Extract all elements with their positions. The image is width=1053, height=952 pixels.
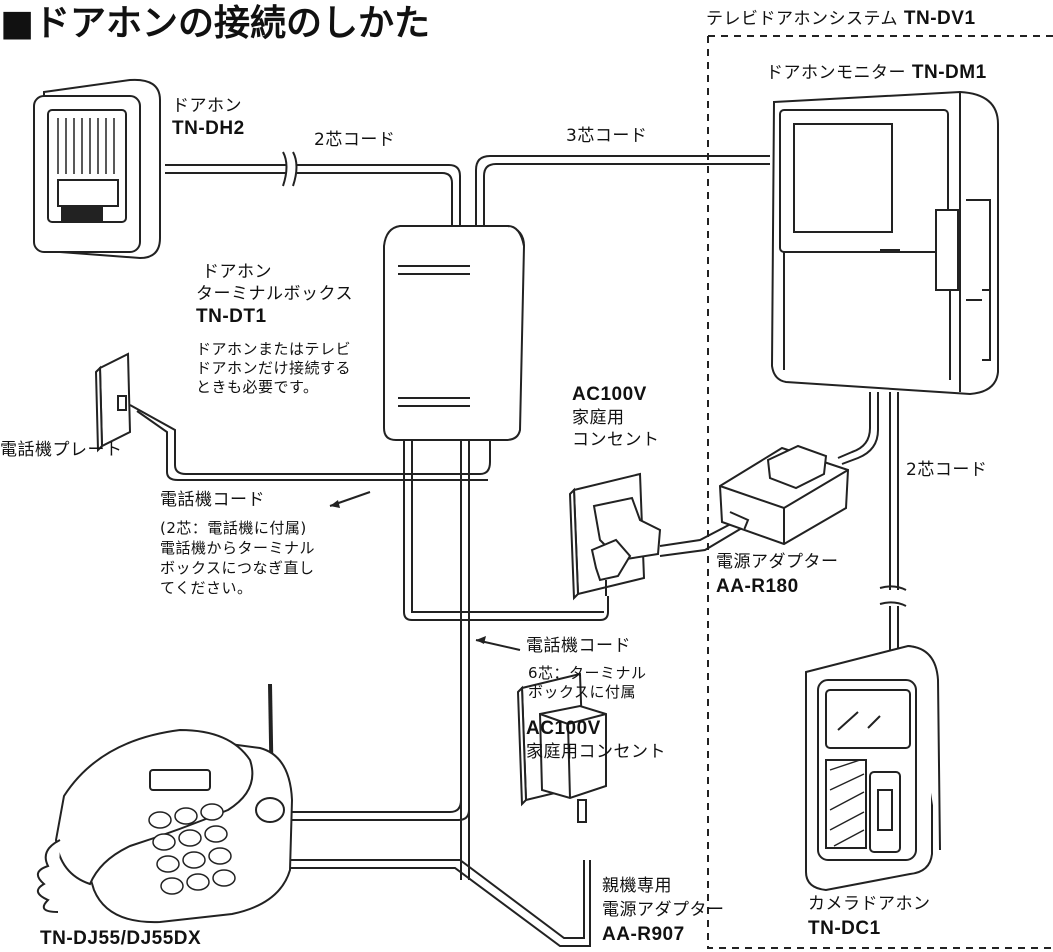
cord-2core-right-label: 2芯コード [906, 460, 988, 480]
wall-plate-icon [94, 352, 132, 453]
telephone-icon [37, 683, 294, 924]
phone-cord-6core-note: 6芯：ターミナル ボックスに付属 [528, 664, 647, 702]
phone-cord-6core-line: 6芯：ターミナル [528, 664, 647, 682]
terminal-box-model: TN-DT1 [196, 306, 267, 327]
cord-2core-top-label: 2芯コード [314, 130, 396, 150]
cord-ac-loop [403, 432, 609, 621]
system-label: テレビドアホンシステム TN-DV1 [706, 8, 976, 30]
page-title: ■ドアホンの接続のしかた [0, 3, 431, 44]
power-adapter-1-label: 電源アダプター [716, 552, 839, 572]
ac-adapter-icon [718, 444, 850, 546]
camera-doorphone-label: カメラドアホン [808, 894, 931, 914]
terminal-box-label-2: ターミナルボックス [196, 284, 353, 304]
terminal-box-note-line: ドアホンまたはテレビ [196, 340, 352, 358]
cables [129, 151, 907, 947]
power-adapter-1-model: AA-R180 [716, 576, 799, 597]
cord-3core [475, 155, 770, 232]
phone-cord-6core-line: ボックスに付属 [528, 683, 637, 701]
phone-cord-2core-title: 電話機コード [160, 490, 265, 510]
terminal-box-note: ドアホンまたはテレビ ドアホンだけ接続する ときも必要です。 [196, 340, 351, 397]
camera-doorphone-icon [805, 644, 941, 892]
ac-outlet-1-line1: 家庭用 [572, 408, 625, 428]
monitor-label: ドアホンモニター TN-DM1 [766, 62, 987, 84]
doorphone-icon [33, 78, 161, 260]
camera-doorphone-model: TN-DC1 [808, 918, 881, 939]
ac-outlet-1-title: AC100V [572, 384, 647, 405]
system-label-text: テレビドアホンシステム [706, 9, 898, 29]
cord-2core-top [165, 164, 461, 232]
terminal-box-note-line: ドアホンだけ接続する [196, 359, 352, 377]
ac-outlet-2-line1: 家庭用コンセント [526, 742, 666, 762]
phone-cord-2core-line: てください。 [160, 579, 253, 597]
power-adapter-2-model: AA-R907 [602, 924, 685, 945]
cord-3core-label: 3芯コード [566, 126, 648, 146]
system-model: TN-DV1 [903, 8, 976, 29]
doorphone-label: ドアホン [172, 96, 242, 116]
power-adapter-2-label-1: 親機専用 [602, 876, 672, 896]
telephone-model: TN-DJ55/DJ55DX [40, 928, 202, 949]
phone-plate-label: 電話機プレート [0, 440, 123, 460]
phone-cord-2core-line: ボックスにつなぎ直し [160, 559, 315, 577]
system-boundary [707, 35, 1053, 949]
ac-outlet-1-line2: コンセント [572, 430, 660, 450]
plug-adapter-icon [516, 672, 607, 823]
phone-cord-6core-title: 電話機コード [526, 636, 631, 656]
doorphone-model: TN-DH2 [172, 118, 245, 139]
monitor-model: TN-DM1 [911, 62, 987, 83]
terminal-box-icon [383, 225, 526, 441]
phone-cord-2core-line: 電話機からターミナル [160, 539, 316, 557]
terminal-box-note-line: ときも必要です。 [196, 378, 319, 396]
outlet-icon [568, 472, 662, 601]
ac-outlet-2-title: AC100V [526, 718, 601, 739]
phone-cord-2core-line: (2芯：電話機に付属) [160, 519, 307, 537]
terminal-box-label-1: ドアホン [202, 262, 272, 282]
power-adapter-2-label-2: 電源アダプター [602, 900, 725, 920]
phone-cord-2core-note: (2芯：電話機に付属) 電話機からターミナル ボックスにつなぎ直し てください。 [160, 518, 315, 598]
monitor-icon [770, 90, 999, 396]
monitor-label-text: ドアホンモニター [766, 63, 906, 83]
